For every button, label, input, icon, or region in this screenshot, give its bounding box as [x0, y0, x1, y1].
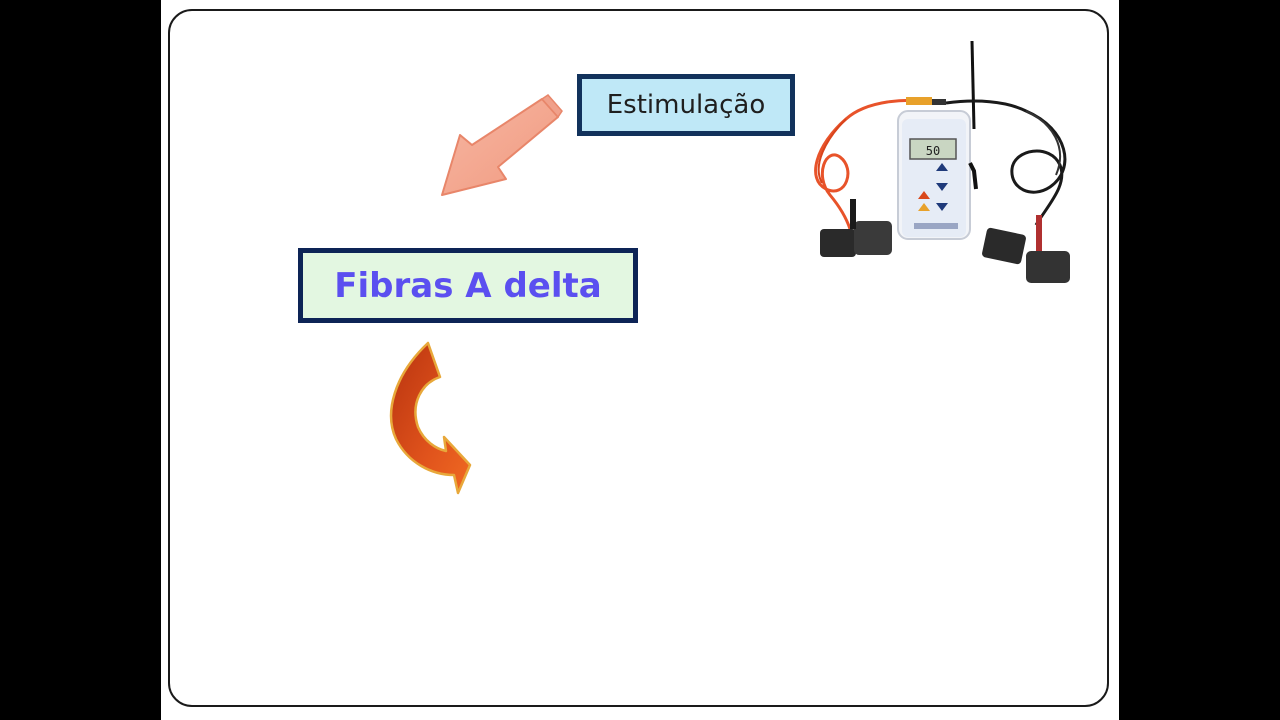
fibras-a-delta-box: Fibras A delta: [298, 248, 638, 323]
slide-stage: Estimulação Fibras A delta: [161, 0, 1119, 720]
device-display: 50: [926, 144, 940, 158]
diagonal-arrow-icon: [441, 94, 563, 196]
estimulacao-label: Estimulação: [606, 90, 766, 120]
fibras-a-delta-label: Fibras A delta: [334, 265, 602, 306]
slide-frame: Estimulação Fibras A delta: [168, 9, 1109, 707]
tens-device-icon: 50: [814, 40, 1070, 283]
curved-arrow-icon: [389, 341, 472, 495]
estimulacao-box: Estimulação: [577, 74, 795, 136]
